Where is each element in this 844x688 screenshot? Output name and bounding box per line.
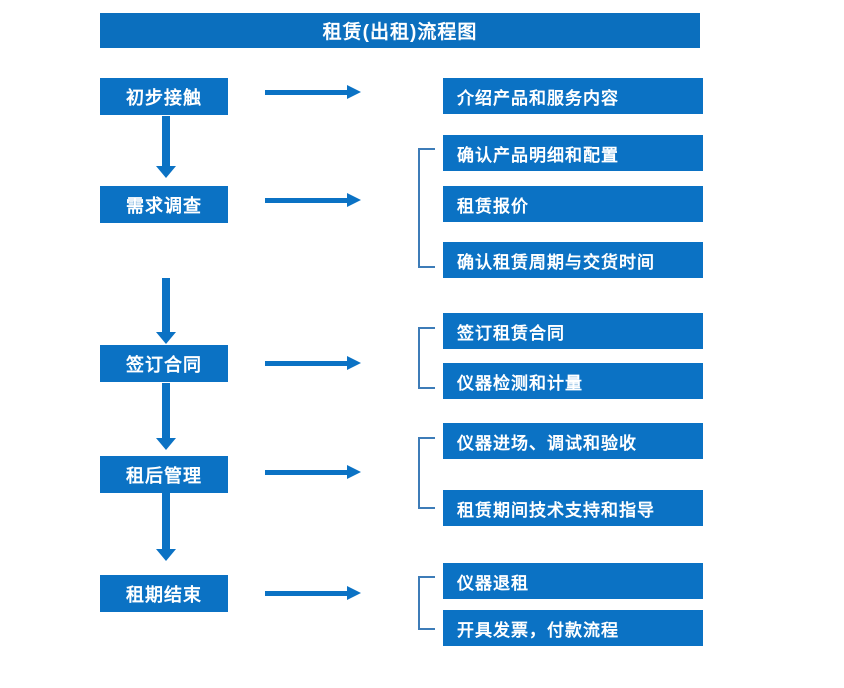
flow-arrow-3 <box>156 383 176 450</box>
detail-box-2-2[interactable]: 租赁报价 <box>443 186 703 222</box>
arrow-to-details-4 <box>265 465 361 479</box>
arrow-head <box>347 193 361 207</box>
arrow-head <box>156 438 176 450</box>
detail-box-2-1[interactable]: 确认产品明细和配置 <box>443 135 703 171</box>
detail-box-5-2[interactable]: 开具发票，付款流程 <box>443 610 703 646</box>
arrow-head <box>347 586 361 600</box>
detail-box-3-2[interactable]: 仪器检测和计量 <box>443 363 703 399</box>
arrow-shaft <box>162 116 170 166</box>
flow-arrow-1 <box>156 116 176 178</box>
stage-box-4[interactable]: 租后管理 <box>100 456 228 493</box>
flow-arrow-4 <box>156 493 176 561</box>
arrow-shaft <box>265 198 349 203</box>
group-bracket-4 <box>418 437 435 509</box>
arrow-head <box>156 549 176 561</box>
group-bracket-3 <box>418 327 435 389</box>
stage-box-1[interactable]: 初步接触 <box>100 78 228 115</box>
arrow-head <box>156 332 176 344</box>
stage-box-5[interactable]: 租期结束 <box>100 575 228 612</box>
detail-box-1-1[interactable]: 介绍产品和服务内容 <box>443 78 703 114</box>
detail-box-4-1[interactable]: 仪器进场、调试和验收 <box>443 423 703 459</box>
detail-box-5-1[interactable]: 仪器退租 <box>443 563 703 599</box>
arrow-head <box>156 166 176 178</box>
arrow-head <box>347 356 361 370</box>
group-bracket-2 <box>418 148 435 268</box>
arrow-to-details-5 <box>265 586 361 600</box>
stage-box-3[interactable]: 签订合同 <box>100 345 228 382</box>
page-title: 租赁(出租)流程图 <box>100 13 700 48</box>
flow-arrow-2 <box>156 278 176 344</box>
detail-box-2-3[interactable]: 确认租赁周期与交货时间 <box>443 242 703 278</box>
arrow-to-details-1 <box>265 85 361 99</box>
arrow-shaft <box>162 493 170 549</box>
detail-box-3-1[interactable]: 签订租赁合同 <box>443 313 703 349</box>
arrow-shaft <box>162 278 170 332</box>
arrow-shaft <box>162 383 170 438</box>
arrow-head <box>347 465 361 479</box>
stage-box-2[interactable]: 需求调查 <box>100 186 228 223</box>
arrow-to-details-2 <box>265 193 361 207</box>
arrow-shaft <box>265 90 349 95</box>
arrow-to-details-3 <box>265 356 361 370</box>
arrow-shaft <box>265 361 349 366</box>
group-bracket-5 <box>418 576 435 630</box>
detail-box-4-2[interactable]: 租赁期间技术支持和指导 <box>443 490 703 526</box>
arrow-shaft <box>265 470 349 475</box>
arrow-head <box>347 85 361 99</box>
arrow-shaft <box>265 591 349 596</box>
